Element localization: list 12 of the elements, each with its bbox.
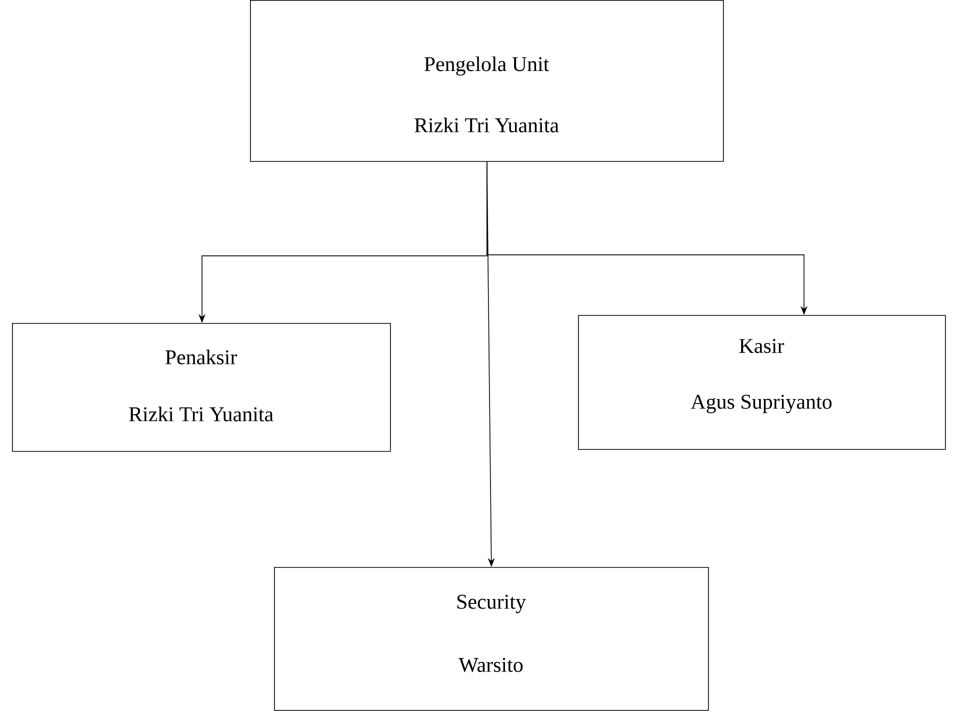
box-text: Penaksir — [165, 350, 237, 364]
box-text: Agus Supriyanto — [690, 394, 832, 414]
org-box — [12, 323, 391, 452]
org-box — [250, 0, 724, 162]
box-text: Kasir — [739, 338, 784, 354]
org-box — [274, 567, 709, 711]
box-text: Warsito — [458, 658, 523, 672]
box-text: Rizki Tri Yuanita — [414, 118, 559, 132]
box-text: Rizki Tri Yuanita — [129, 406, 274, 422]
box-text: Pengelola Unit — [424, 56, 550, 76]
box-text: Security — [457, 594, 526, 614]
org-box — [578, 315, 946, 450]
